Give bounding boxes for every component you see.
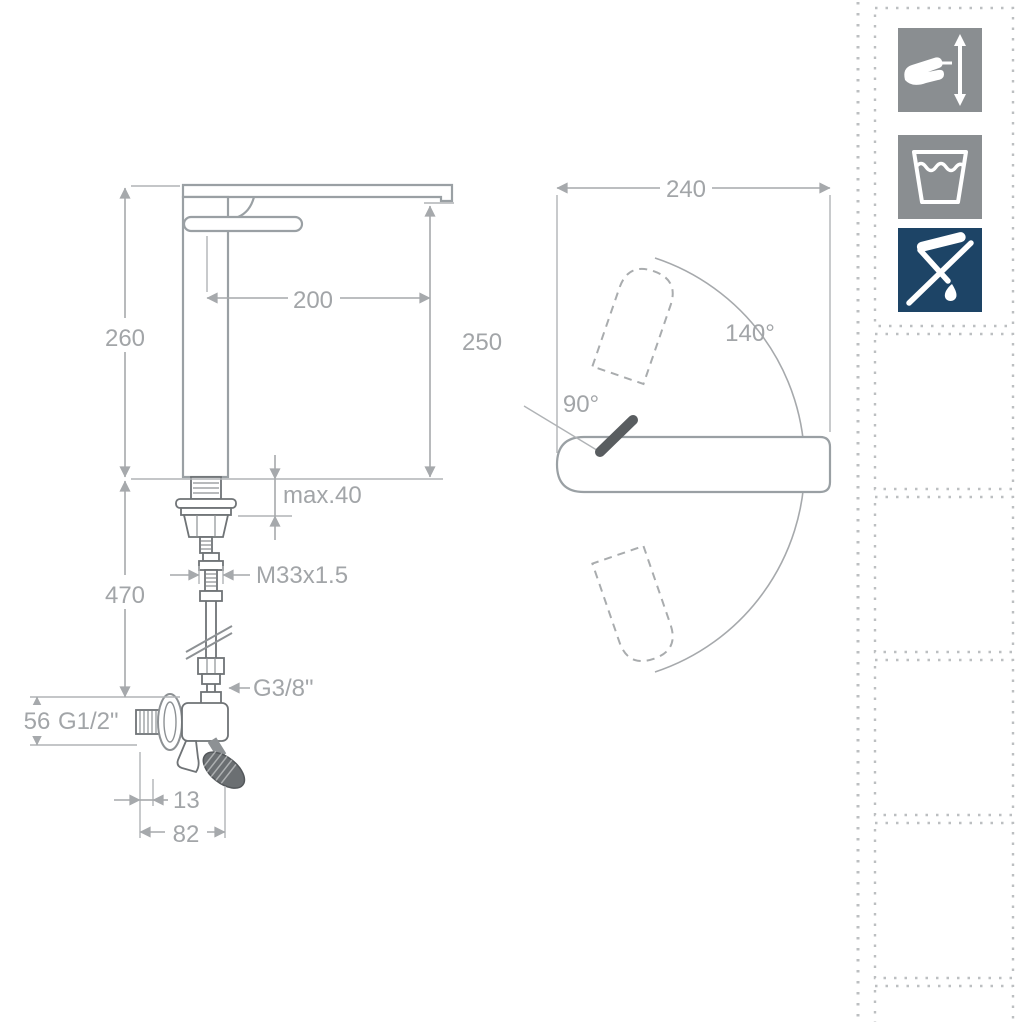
legend-strip [856,2,1015,1022]
dim-m33-label: M33x1.5 [256,562,348,589]
swivel-angle-label: 140° [725,320,775,347]
legend-box-icons [873,6,1015,328]
no-harsh-cleaning-icon [898,228,982,312]
dim-g38: G3/8" [228,675,314,702]
water-glass-icon [898,135,982,219]
front-view-group: 260 470 200 250 max.40 M3 [21,183,502,848]
spout-position-lower-dashed [591,544,674,663]
dim-g38-label: G3/8" [253,675,314,702]
lever-centerline [523,405,601,453]
dim-240: 240 [556,174,831,453]
dim-max40: max.40 [269,455,362,540]
lever-angle-label: 90° [563,391,599,418]
dim-470-label: 470 [105,582,145,609]
lever-joint-curve [237,196,256,219]
lever-top-view [595,415,638,457]
angle-valve [135,691,246,789]
mounting-hardware [175,476,237,602]
dim-m33: M33x1.5 [170,562,348,589]
dim-56: 56 G1/2" [21,696,119,746]
dim-240-label: 240 [666,176,706,203]
top-view-group: 240 140° 90° [523,174,832,673]
dim-200: 200 [206,284,431,315]
dim-max40-label: max.40 [283,482,362,509]
dim-250-label: 250 [462,329,502,356]
dim-82: 82 [139,818,226,848]
legend-placeholder-box [873,495,1015,654]
legend-placeholder-box [873,332,1015,491]
spout-top-outline [555,435,832,494]
dim-470: 470 [100,480,151,698]
dim-200-label: 200 [293,287,333,314]
dim-82-label: 82 [173,821,200,848]
dim-250: 250 [424,205,502,478]
dim-260: 260 [100,187,151,478]
dim-g12-label: G1/2" [58,708,119,735]
hand-lever-operation-icon [898,28,982,112]
extension-lines [30,185,454,838]
dim-56-label: 56 [24,708,51,735]
supply-hose [185,601,233,694]
legend-placeholder-box [873,821,1015,980]
dim-13: 13 [114,787,200,814]
dim-13-label: 13 [173,787,200,814]
legend-placeholder-box [873,984,1015,1022]
body-outline [181,195,230,479]
dim-260-label: 260 [105,325,145,352]
valve-handle-knob [202,750,246,789]
valve-outlet [176,740,200,774]
legend-placeholder-box [873,658,1015,817]
spout-position-upper-dashed [591,267,674,386]
lever-outline [182,215,304,233]
